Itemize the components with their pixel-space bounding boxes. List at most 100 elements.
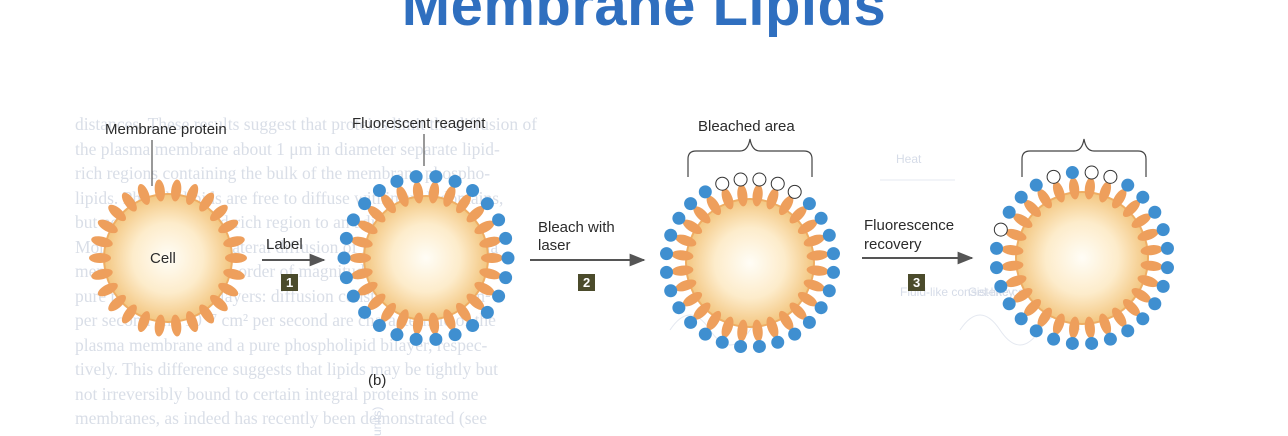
step-3-number: 3 — [913, 275, 920, 290]
membrane-protein — [121, 304, 137, 324]
membrane-protein — [1069, 316, 1080, 339]
fluorescent-tag — [501, 251, 515, 265]
membrane-protein — [466, 206, 485, 223]
membrane-protein — [803, 234, 825, 247]
membrane-protein — [1001, 245, 1024, 256]
fluorescent-tag — [990, 241, 1004, 255]
membrane-protein — [1084, 316, 1095, 339]
membrane-protein — [154, 314, 165, 337]
membrane-protein — [1069, 177, 1080, 200]
membrane-protein — [91, 236, 113, 248]
membrane-protein — [1084, 177, 1095, 200]
fluorescent-tag — [672, 301, 686, 315]
membrane-protein — [1013, 288, 1033, 303]
background-text-line: not irreversibly bound to certain integr… — [75, 383, 479, 404]
membrane-protein — [456, 194, 471, 214]
fluorescent-tag — [466, 184, 480, 198]
fluorescent-tag — [822, 284, 836, 298]
fluorescent-tag — [499, 271, 513, 285]
membrane-protein — [349, 253, 371, 263]
fluorescent-tag — [409, 332, 423, 346]
membrane-protein-label: Membrane protein — [105, 121, 227, 138]
membrane-protein — [171, 314, 182, 337]
membrane-protein — [412, 312, 424, 335]
membrane-protein — [797, 219, 818, 235]
fluorescent-tag — [1065, 336, 1079, 350]
membrane-protein — [1052, 313, 1065, 335]
membrane-protein — [806, 250, 829, 261]
membrane-protein — [671, 250, 694, 261]
fluorescent-tag — [814, 211, 828, 225]
membrane-protein — [199, 192, 215, 212]
fluorescent-tag — [802, 315, 816, 329]
membrane-protein — [1137, 275, 1159, 288]
membrane-protein — [97, 219, 118, 234]
bleached-tag — [752, 172, 767, 187]
membrane-protein — [171, 179, 182, 202]
membrane-protein — [186, 183, 199, 205]
membrane-protein — [737, 184, 748, 207]
membrane-protein — [693, 302, 711, 320]
cell-recovered — [990, 165, 1174, 350]
membrane-protein — [108, 204, 126, 222]
background-text-line: the plasma membrane about 1 μm in diamet… — [75, 138, 500, 159]
bleached-tag — [993, 222, 1008, 237]
bleached-tag — [770, 176, 785, 191]
membrane-protein — [721, 188, 734, 210]
cell-body — [1015, 191, 1149, 325]
membrane-protein — [797, 291, 818, 307]
membrane-protein — [789, 302, 807, 320]
membrane-protein — [91, 268, 113, 280]
fluorescent-tag — [664, 284, 678, 298]
membrane-protein — [428, 312, 440, 335]
membrane-protein — [1037, 189, 1052, 209]
fluorescent-tag — [1029, 178, 1043, 192]
membrane-protein — [481, 253, 503, 263]
membrane-protein — [693, 206, 711, 224]
membrane-protein — [778, 195, 794, 216]
membrane-protein — [225, 253, 247, 263]
faint-liquid-label: Fluid-like consistency — [900, 285, 1014, 299]
membrane-protein — [1131, 288, 1151, 303]
fluorescent-tag — [1121, 324, 1135, 338]
membrane-protein — [803, 279, 825, 292]
fluorescent-tag — [346, 213, 360, 227]
membrane-protein — [443, 309, 456, 331]
cell-unlabeled — [89, 179, 247, 337]
membrane-protein — [367, 293, 386, 310]
fluorescent-tag — [372, 318, 386, 332]
bleached-tag — [1084, 165, 1099, 180]
membrane-protein — [357, 220, 378, 235]
membrane-protein — [1013, 213, 1033, 228]
membrane-protein — [186, 311, 199, 333]
membrane-protein — [381, 194, 396, 214]
background-text-line: membranes, as indeed has recently been d… — [75, 408, 488, 428]
membrane-protein — [479, 236, 501, 248]
fluorescent-tag — [390, 174, 404, 188]
fluorescent-tag — [429, 332, 443, 346]
fluorescent-tag — [1103, 332, 1117, 346]
membrane-protein — [223, 268, 245, 280]
membrane-protein — [396, 185, 409, 207]
fluorescent-tag — [1121, 178, 1135, 192]
membrane-protein — [199, 304, 215, 324]
membrane-protein — [675, 234, 697, 247]
fluorescent-tag — [358, 305, 372, 319]
fluorescent-tag — [771, 335, 785, 349]
bleached-tag — [1046, 169, 1061, 184]
membrane-protein — [682, 219, 703, 235]
membrane-protein — [706, 310, 722, 331]
fluorescent-tag — [994, 279, 1008, 293]
fluorescent-tag — [1156, 223, 1170, 237]
membrane-protein — [210, 294, 228, 312]
membrane-protein — [671, 265, 694, 276]
fluorescent-tag — [358, 197, 372, 211]
membrane-protein — [396, 309, 409, 331]
membrane-protein — [466, 293, 485, 310]
membrane-protein — [806, 265, 829, 276]
fluorescent-tag — [752, 339, 766, 353]
membrane-protein — [218, 219, 239, 234]
membrane-protein — [1122, 298, 1141, 317]
membrane-protein — [1140, 245, 1163, 256]
